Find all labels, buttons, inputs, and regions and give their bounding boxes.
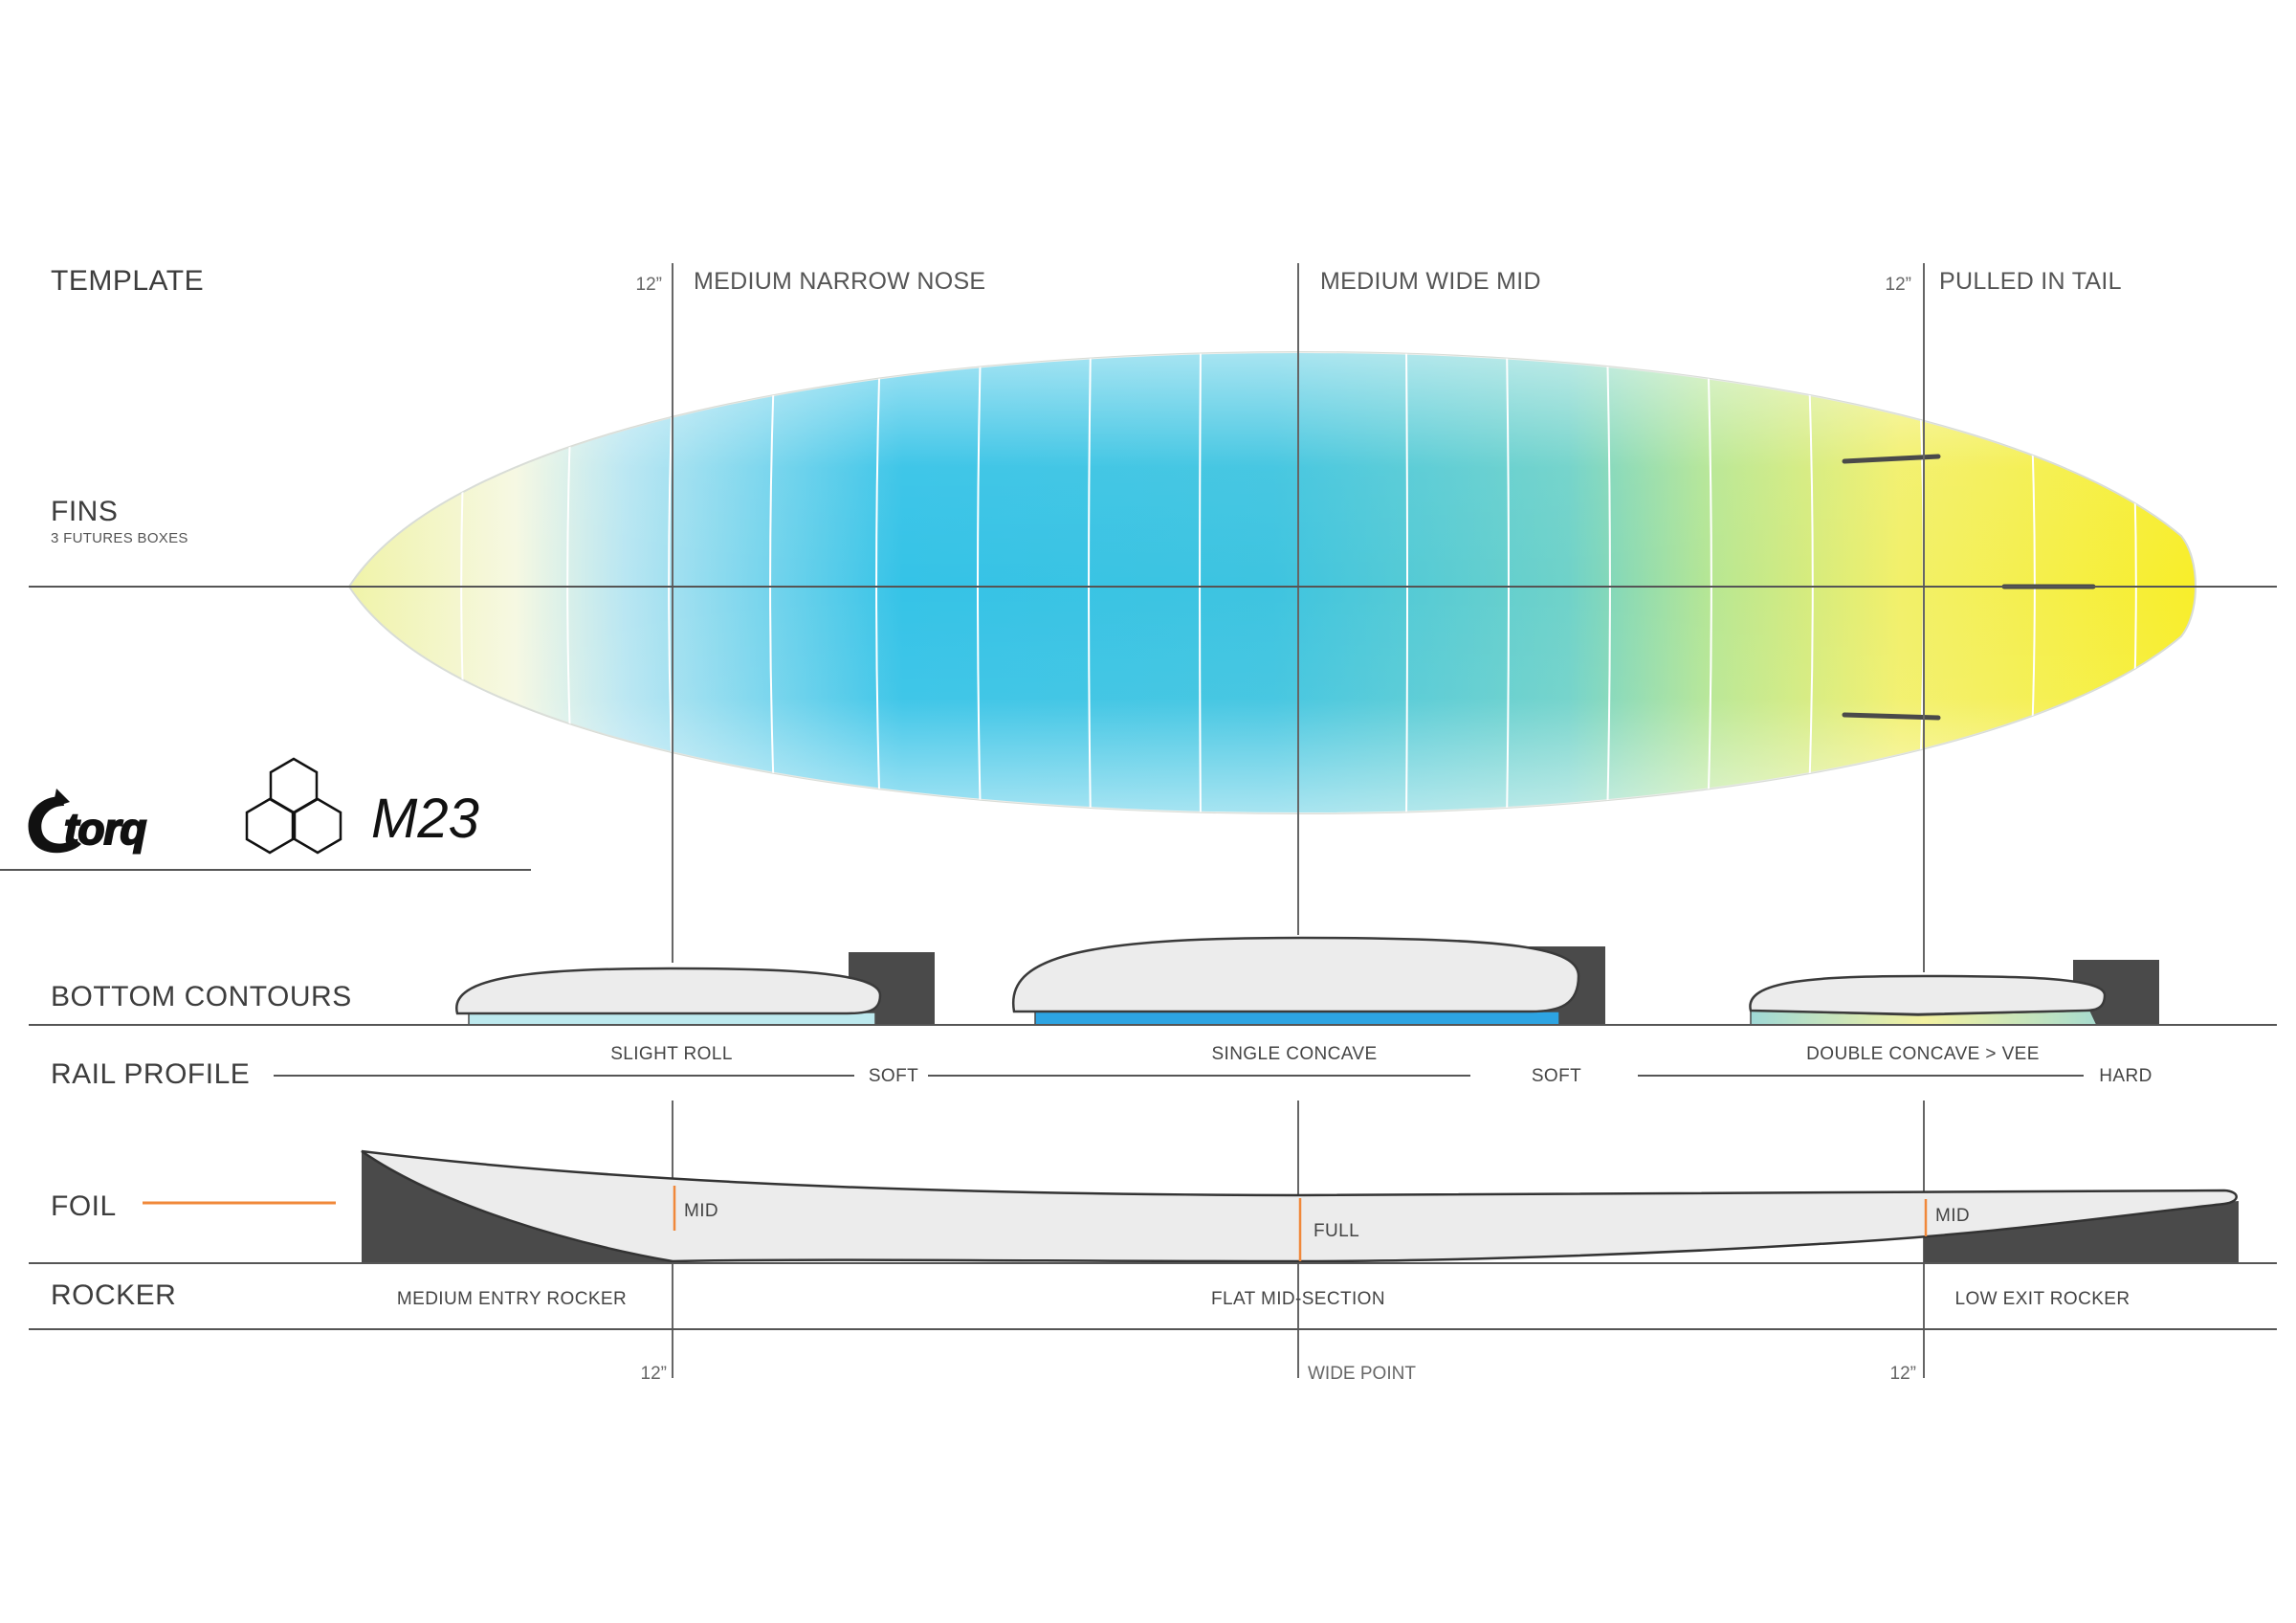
contour-tail-label: DOUBLE CONCAVE > VEE — [1806, 1044, 2040, 1064]
bottom-tail-measure: 12” — [1890, 1364, 1916, 1384]
bottom-wide-point-label: WIDE POINT — [1308, 1364, 1416, 1384]
section-label-template: TEMPLATE — [51, 265, 204, 297]
channel-islands-logo — [245, 757, 342, 855]
panel-line — [1405, 352, 1409, 813]
nose-template-label: MEDIUM NARROW NOSE — [694, 268, 985, 295]
rail-nose-label: SOFT — [869, 1066, 918, 1086]
panel-line — [1807, 352, 1814, 813]
panel-line — [1606, 352, 1611, 813]
rocker-tail-label: LOW EXIT ROCKER — [1954, 1289, 2130, 1309]
m23-logo: M23 — [371, 788, 479, 850]
rail-mid-label: SOFT — [1532, 1066, 1581, 1086]
brand-logos: torq M23 — [0, 757, 531, 871]
fin-right — [1842, 712, 1941, 721]
torq-logo-text: torq — [64, 804, 146, 854]
foil-nose-label: MID — [684, 1201, 718, 1221]
bottom-contour-mid — [1011, 936, 1605, 1026]
nose-measure-label: 12” — [636, 275, 662, 295]
bottom-contour-nose — [455, 952, 935, 1026]
mid-template-label: MEDIUM WIDE MID — [1320, 268, 1541, 295]
fin-left — [1842, 454, 1941, 464]
panel-line — [875, 352, 881, 813]
fins-subtitle: 3 FUTURES BOXES — [51, 530, 188, 546]
panel-line — [1199, 352, 1202, 813]
surfboard-outline — [347, 350, 2197, 815]
foil-mid-label: FULL — [1314, 1221, 1359, 1241]
section-label-foil: FOIL — [51, 1190, 117, 1222]
section-label-rocker: ROCKER — [51, 1279, 176, 1311]
contour-mid-label: SINGLE CONCAVE — [1211, 1044, 1377, 1064]
panel-line — [977, 352, 982, 813]
section-label-fins: FINS — [51, 496, 118, 527]
foil-tail-label: MID — [1935, 1206, 1970, 1226]
torq-logo: torq — [28, 789, 148, 855]
panel-line — [1506, 352, 1510, 813]
section-label-rail-profile: RAIL PROFILE — [51, 1058, 250, 1090]
tail-template-label: PULLED IN TAIL — [1939, 268, 2122, 295]
section-label-bottom-contours: BOTTOM CONTOURS — [51, 981, 352, 1012]
bottom-nose-measure: 12” — [641, 1364, 667, 1384]
rocker-nose-label: MEDIUM ENTRY ROCKER — [397, 1289, 627, 1309]
panel-line — [1707, 352, 1712, 813]
bottom-contour-tail — [1749, 960, 2159, 1026]
panel-line — [769, 352, 776, 813]
rail-tail-label: HARD — [2099, 1066, 2152, 1086]
foil-thickness-markers — [673, 1186, 1928, 1261]
rocker-mid-label: FLAT MID-SECTION — [1211, 1289, 1385, 1309]
contour-nose-label: SLIGHT ROLL — [610, 1044, 733, 1064]
panel-line — [1088, 352, 1092, 813]
tail-measure-label: 12” — [1886, 275, 1911, 295]
